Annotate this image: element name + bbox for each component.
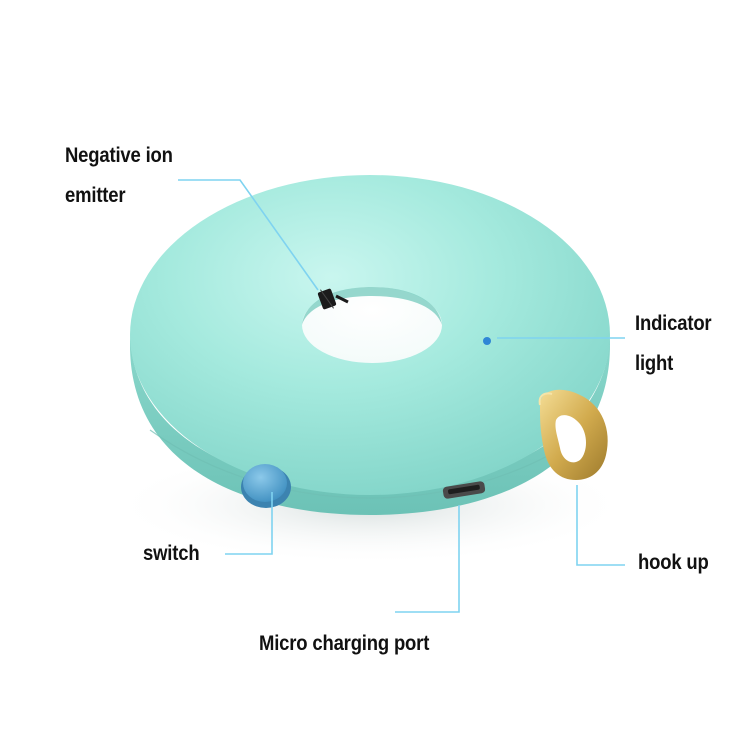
negative-ion-emitter-icon xyxy=(317,288,349,310)
label-micro-charging-port: Micro charging port xyxy=(259,624,429,664)
callout-line-switch xyxy=(225,492,273,555)
label-switch-text: switch xyxy=(143,542,200,565)
donut-seam xyxy=(149,429,591,499)
label-hook-text: hook up xyxy=(638,551,709,574)
label-negative-ion-line1: Negative ion xyxy=(65,144,173,167)
label-indicator-line1: Indicator xyxy=(635,312,712,335)
callout-line-hook xyxy=(576,485,625,566)
callout-line-charging-port xyxy=(395,505,460,613)
label-negative-ion-line2: emitter xyxy=(65,184,126,207)
label-hook-up: hook up xyxy=(638,543,709,583)
switch-button-icon xyxy=(241,464,291,508)
label-negative-ion-emitter: Negative ion emitter xyxy=(65,136,173,216)
label-charging-port-text: Micro charging port xyxy=(259,632,430,655)
callout-line-negative-ion xyxy=(178,179,319,291)
micro-usb-port-icon xyxy=(442,481,486,499)
label-switch: switch xyxy=(143,534,200,574)
label-indicator-line2: light xyxy=(635,352,674,375)
callout-lines xyxy=(178,179,625,613)
hook-icon xyxy=(538,389,608,480)
indicator-light-icon xyxy=(483,337,491,345)
donut-hole xyxy=(302,287,442,363)
label-indicator-light: Indicator light xyxy=(635,304,712,384)
